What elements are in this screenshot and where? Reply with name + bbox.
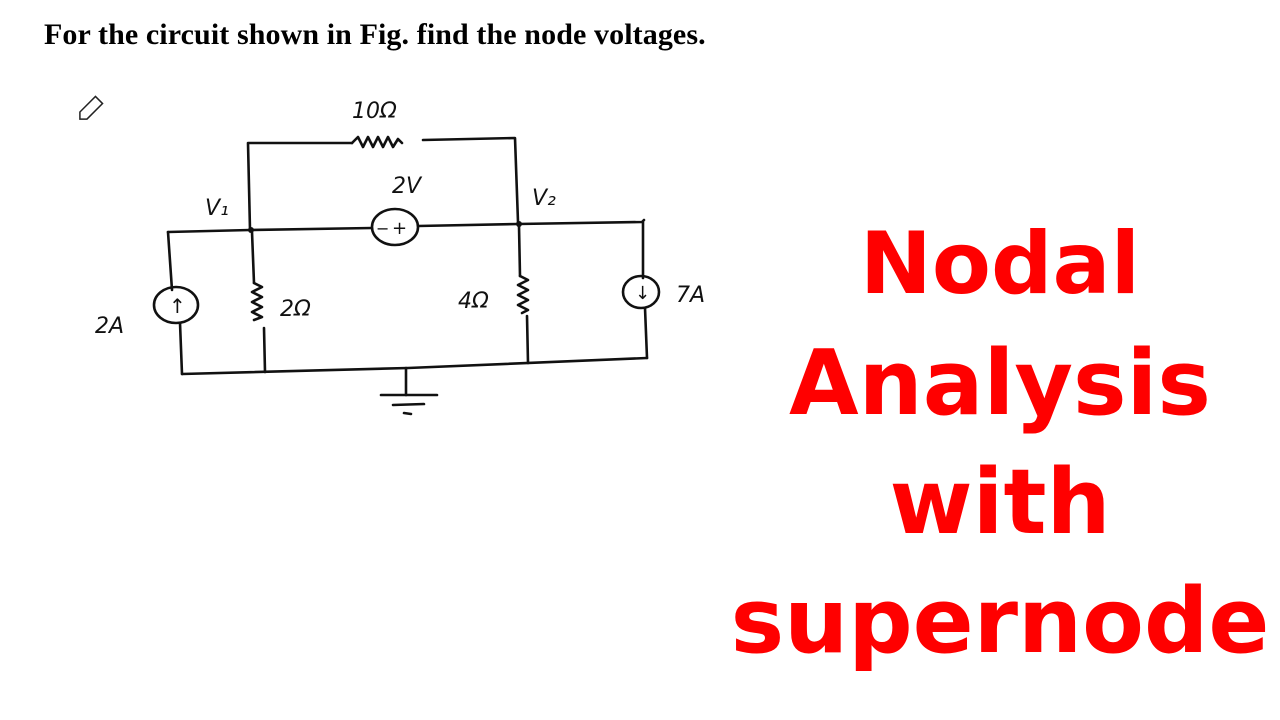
- wire-right-branch-bottom: [643, 306, 649, 360]
- circuit-diagram: 10Ω 2V − + V₁ V₂ 2A ↑ 2Ω 4Ω ↓ 7A: [79, 95, 705, 416]
- pencil-icon: [79, 95, 104, 120]
- arrow-down-icon: ↓: [635, 283, 650, 304]
- wire-2ohm-top: [250, 230, 256, 285]
- label-node-v1: V₁: [205, 196, 229, 221]
- arrow-up-icon: ↑: [169, 294, 186, 318]
- node-dot-v2: [516, 221, 522, 227]
- title-line-4: supernode: [730, 569, 1270, 674]
- resistor-10ohm: [350, 135, 404, 149]
- title-line-2: Analysis: [789, 331, 1211, 436]
- current-source-7a: [621, 274, 661, 310]
- wire-4ohm-bottom: [525, 314, 530, 365]
- label-v-source-minus: −: [376, 219, 389, 238]
- label-current-left: 2A: [95, 314, 124, 339]
- label-v-source: 2V: [392, 174, 423, 199]
- label-r-top: 10Ω: [352, 99, 397, 124]
- label-r-right: 4Ω: [458, 289, 489, 314]
- wire-bottom: [180, 356, 649, 376]
- label-current-right: 7A: [676, 283, 705, 308]
- resistor-2ohm: [250, 281, 264, 322]
- wire-left-branch: [166, 230, 174, 292]
- wire-top-left: [246, 141, 354, 232]
- wire-4ohm-top: [517, 224, 522, 278]
- resistor-4ohm: [516, 274, 530, 315]
- current-source-2a: [152, 285, 200, 325]
- wire-mid-left: [166, 226, 374, 234]
- label-r-left: 2Ω: [280, 297, 311, 322]
- title-block: Nodal Analysis with supernode: [730, 205, 1270, 681]
- title-line-3: with: [889, 450, 1111, 555]
- title-line-1: Nodal: [859, 214, 1141, 314]
- wire-left-branch-bottom: [178, 321, 184, 376]
- wire-top-right: [421, 136, 520, 224]
- ground-icon: [379, 366, 439, 416]
- question-text: For the circuit shown in Fig. find the n…: [44, 18, 706, 51]
- wire-mid-right: [416, 218, 646, 228]
- wire-2ohm-bottom: [262, 326, 267, 374]
- label-node-v2: V₂: [532, 186, 556, 211]
- label-v-source-plus: +: [392, 218, 407, 239]
